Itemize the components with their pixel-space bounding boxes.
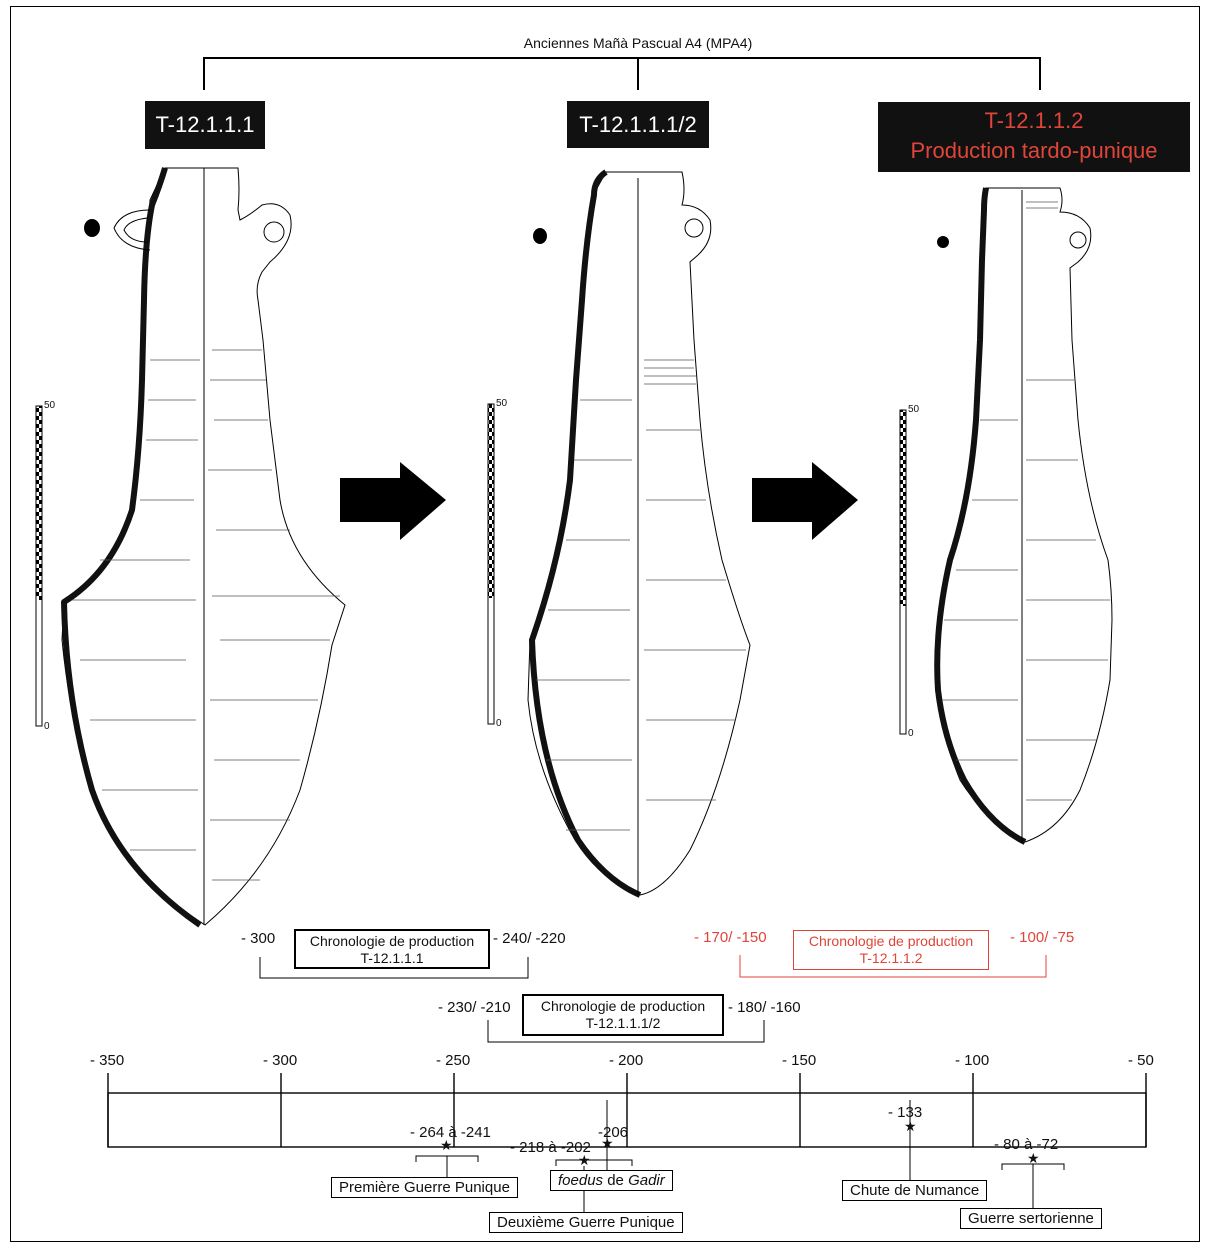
event-4-star-icon: ★	[904, 1118, 917, 1134]
timeline-tick-label: - 350	[90, 1052, 125, 1069]
timeline-tick-label: - 100	[955, 1052, 990, 1069]
chrono-bracket-2	[487, 1020, 765, 1043]
figure-title: Anciennes Mañà Pascual A4 (MPA4)	[523, 35, 753, 51]
timeline-tick-label: - 150	[782, 1052, 817, 1069]
timeline-tick-label: - 50	[1128, 1052, 1154, 1069]
event-5-star-icon: ★	[1027, 1150, 1040, 1166]
scale-1-min: 0	[44, 721, 50, 732]
event-3-label-italic-2: Gadir	[628, 1172, 665, 1189]
scale-2-min: 0	[496, 718, 502, 729]
event-2-label: Deuxième Guerre Punique	[489, 1212, 683, 1233]
figure-frame	[10, 6, 1200, 1242]
event-3-star-icon: ★	[601, 1135, 614, 1151]
event-1-label: Première Guerre Punique	[331, 1177, 518, 1198]
amphora-t-12-1-1-2	[934, 187, 1113, 845]
scale-1-max: 50	[44, 400, 56, 411]
event-5-dates: - 80 à -72	[994, 1136, 1059, 1153]
chrono-2-box: Chronologie de production T-12.1.1.1/2	[522, 994, 724, 1036]
event-3-label: foedus de Gadir	[550, 1170, 673, 1191]
event-1-dates: - 264 à -241	[410, 1124, 491, 1141]
event-1-star-icon: ★	[440, 1137, 453, 1153]
scale-3-max: 50	[908, 404, 920, 415]
scale-bar-3	[899, 409, 907, 735]
chrono-1-type: T-12.1.1.1	[360, 950, 424, 966]
timeline-tick-label: - 200	[609, 1052, 644, 1069]
timeline	[107, 1073, 1147, 1148]
type-label-3-text: T-12.1.1.2	[984, 108, 1084, 133]
event-3-label-mid: de	[603, 1172, 629, 1189]
arrow-right-2	[752, 462, 858, 540]
type-label-3-sublabel: Production tardo-punique	[910, 138, 1158, 163]
title-bracket	[203, 57, 1041, 90]
event-2-dates: - 218 à -202	[510, 1139, 591, 1156]
chrono-1-start: - 300	[241, 930, 276, 947]
event-2-star-icon: ★	[578, 1152, 591, 1168]
chrono-2-type: T-12.1.1.1/2	[585, 1015, 661, 1031]
chrono-2-end: - 180/ -160	[728, 999, 801, 1016]
chrono-3-type: T-12.1.1.2	[859, 950, 923, 966]
chrono-2-title: Chronologie de production	[540, 998, 706, 1014]
arrow-right-1	[340, 462, 446, 540]
chrono-3-end: - 100/ -75	[1010, 929, 1075, 946]
type-label-1-text: T-12.1.1.1	[155, 112, 255, 137]
chrono-2-start: - 230/ -210	[438, 999, 511, 1016]
chrono-3-start: - 170/ -150	[694, 929, 767, 946]
amphora-t-12-1-1-1	[61, 167, 346, 928]
chrono-1-end: - 240/ -220	[493, 930, 566, 947]
type-label-1: T-12.1.1.1	[145, 101, 265, 149]
type-label-2-text: T-12.1.1.1/2	[579, 112, 697, 137]
chrono-3-box: Chronologie de production T-12.1.1.2	[793, 930, 989, 970]
chrono-bracket-1	[259, 957, 529, 979]
chrono-1-title: Chronologie de production	[309, 933, 475, 949]
chrono-1-box: Chronologie de production T-12.1.1.1	[294, 929, 490, 969]
type-label-2: T-12.1.1.1/2	[567, 101, 709, 148]
chrono-bracket-3	[739, 955, 1047, 978]
timeline-tick-label: - 250	[436, 1052, 471, 1069]
timeline-tick-label: - 300	[263, 1052, 298, 1069]
type-label-3: T-12.1.1.2 Production tardo-punique	[878, 102, 1190, 172]
event-connectors	[415, 1100, 1065, 1213]
event-5-label: Guerre sertorienne	[960, 1208, 1102, 1229]
scale-bar-2	[487, 403, 495, 725]
chrono-3-title: Chronologie de production	[808, 933, 974, 949]
scale-3-min: 0	[908, 728, 914, 739]
event-4-dates: - 133	[888, 1104, 923, 1121]
scale-2-max: 50	[496, 398, 508, 409]
scale-bar-1	[35, 405, 43, 727]
event-3-label-italic-1: foedus	[558, 1172, 604, 1189]
event-4-label: Chute de Numance	[842, 1180, 988, 1201]
event-3-dates: -206	[598, 1124, 629, 1141]
amphora-t-12-1-1-1-2	[527, 169, 751, 898]
